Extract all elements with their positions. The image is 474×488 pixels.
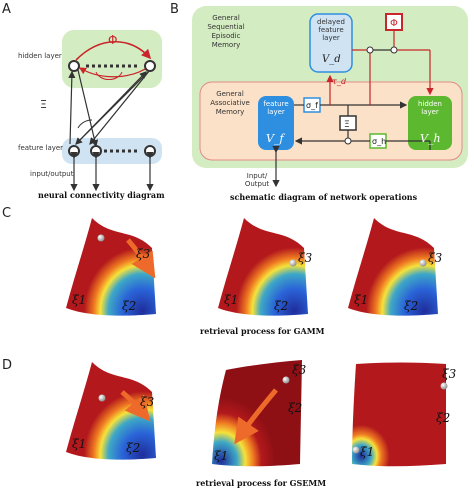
svg-text:ξ2: ξ2 [274, 299, 288, 313]
schematic-diagram: Φ σ_f Ξ σ_h τ_d [192, 6, 468, 188]
vh-label: V_h [420, 132, 441, 145]
panel-label-a: A [2, 2, 11, 17]
panel-label-b: B [170, 2, 179, 17]
delayed-feature-box [309, 13, 353, 73]
gsemm-surface-1: ξ3 ξ1 ξ2 [66, 362, 156, 460]
panel-label-c: C [2, 206, 12, 221]
gam-label: General Associative Memory [210, 90, 250, 116]
svg-text:σ_f: σ_f [306, 101, 318, 110]
input-output-label-a: input/output [30, 170, 74, 178]
delayed-feature-label: delayed feature layer [317, 18, 345, 42]
svg-text:σ_h: σ_h [372, 137, 386, 146]
svg-text:ξ1: ξ1 [360, 445, 374, 459]
hidden-layer-box [408, 96, 452, 150]
svg-text:ξ1: ξ1 [72, 293, 86, 307]
svg-text:ξ3: ξ3 [140, 395, 155, 409]
svg-text:ξ1: ξ1 [354, 293, 368, 307]
caption-a: neural connectivity diagram [38, 190, 165, 200]
hidden-node-2 [144, 60, 156, 72]
svg-text:ξ2: ξ2 [404, 299, 418, 313]
svg-text:Φ: Φ [390, 18, 398, 29]
vf-label: V_f [266, 132, 284, 145]
caption-c: retrieval process for GAMM [200, 326, 325, 336]
svg-text:ξ2: ξ2 [122, 299, 136, 313]
svg-text:ξ3: ξ3 [292, 363, 307, 377]
gsemm-surface-2: ξ3 ξ2 ξ1 [212, 360, 307, 467]
svg-text:ξ1: ξ1 [72, 437, 86, 451]
gamm-surface-3: ξ3 ξ1 ξ2 [348, 218, 443, 316]
input-output-label-b: Input/ Output [244, 172, 270, 188]
gamm-surface-2: ξ3 ξ1 ξ2 [218, 218, 313, 316]
svg-text:τ_d: τ_d [332, 77, 347, 86]
gamm-retrieval-surfaces: ξ3 ξ1 ξ2 ξ3 ξ1 ξ2 ξ3 ξ1 ξ2 [66, 218, 443, 316]
svg-text:ξ3: ξ3 [298, 251, 313, 265]
panel-label-d: D [2, 358, 13, 373]
svg-text:ξ1: ξ1 [214, 449, 228, 463]
feature-layer-label: feature layer [18, 144, 64, 152]
svg-text:ξ2: ξ2 [288, 401, 302, 415]
feature-layer-box [258, 96, 294, 150]
gsemm-retrieval-surfaces: ξ3 ξ1 ξ2 ξ3 ξ2 ξ1 ξ3 ξ2 ξ1 [66, 360, 457, 467]
svg-text:ξ2: ξ2 [436, 411, 450, 425]
neural-connectivity-diagram: Φ Ξ [40, 30, 162, 192]
svg-text:ξ1: ξ1 [224, 293, 238, 307]
gsemm-surface-3: ξ3 ξ2 ξ1 [352, 362, 457, 467]
phi-arc-inner [95, 71, 123, 80]
caption-d: retrieval process for GSEMM [196, 478, 327, 488]
vd-label: V_d [322, 54, 341, 65]
svg-text:ξ3: ξ3 [442, 367, 457, 381]
phi-arc-back [78, 65, 151, 78]
phi-label: Φ [108, 33, 117, 47]
feature-node-2 [90, 145, 102, 157]
xi-label: Ξ [40, 98, 47, 111]
feature-node-1 [68, 145, 80, 157]
gamm-surface-1: ξ3 ξ1 ξ2 [66, 218, 156, 316]
hidden-layer-label: hidden layer [18, 52, 62, 60]
caption-b: schematic diagram of network operations [230, 192, 418, 202]
svg-text:ξ2: ξ2 [126, 441, 140, 455]
svg-text:Ξ: Ξ [344, 120, 350, 130]
gsem-label: General Sequential Episodic Memory [207, 14, 245, 49]
svg-text:ξ3: ξ3 [136, 247, 151, 261]
hidden-layer-region [62, 30, 162, 88]
feature-node-3 [144, 145, 156, 157]
hidden-layer-box-label: hidden layer [417, 100, 442, 116]
feature-layer-box-label: feature layer [263, 100, 289, 116]
hidden-node-1 [68, 60, 80, 72]
svg-text:ξ3: ξ3 [428, 251, 443, 265]
phi-arc-forward [75, 40, 152, 61]
